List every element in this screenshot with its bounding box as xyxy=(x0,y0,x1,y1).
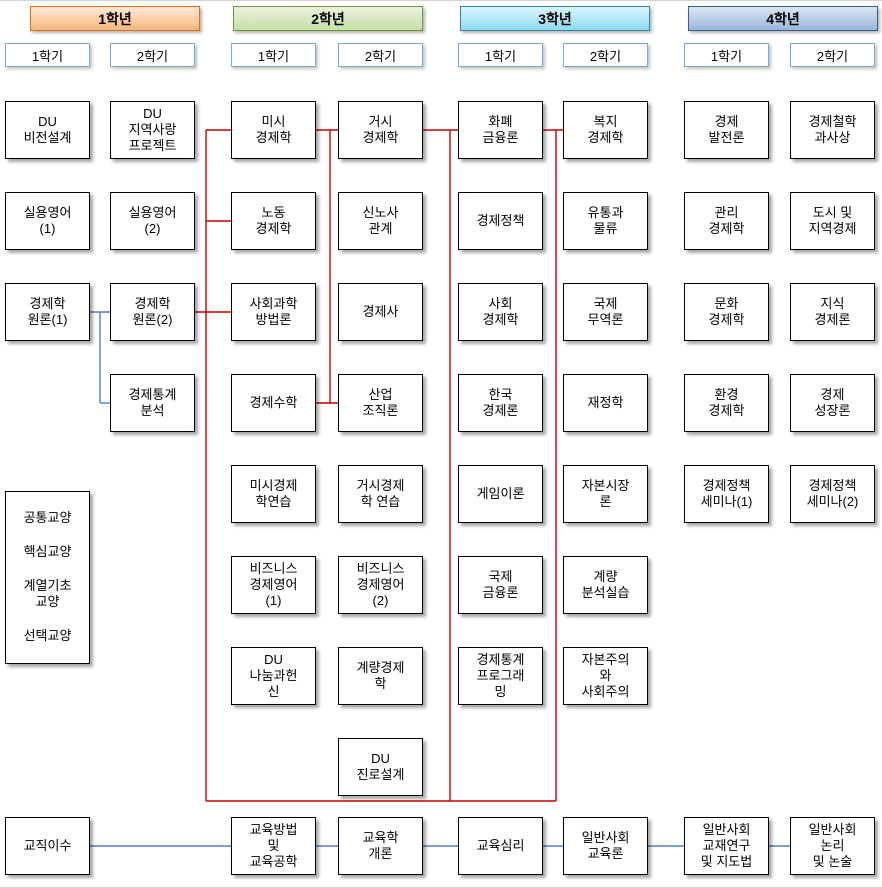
semester-tab: 1학기 xyxy=(458,43,543,67)
course-box: DU 나눔과헌 신 xyxy=(231,647,316,705)
course-box: 계량 분석실습 xyxy=(563,556,648,614)
course-box: 복지 경제학 xyxy=(563,101,648,159)
course-box: 국제 무역론 xyxy=(563,283,648,341)
course-box: 경제정책 xyxy=(458,192,543,250)
course-box: DU 비전설계 xyxy=(5,101,90,159)
course-box: 미시경제 학연습 xyxy=(231,465,316,523)
course-box: 경제수학 xyxy=(231,374,316,432)
teaching-course-box: 일반사회 교재연구 및 지도법 xyxy=(684,817,769,875)
course-box: 미시 경제학 xyxy=(231,101,316,159)
course-box: DU 진로설계 xyxy=(338,738,423,796)
semester-tab: 2학기 xyxy=(790,43,875,67)
course-box: 재정학 xyxy=(563,374,648,432)
course-box: DU 지역사랑 프로젝트 xyxy=(110,101,195,159)
course-box: 실용영어 (2) xyxy=(110,192,195,250)
course-box: 비즈니스 경제영어 (2) xyxy=(338,556,423,614)
teaching-course-box: 교직이수 xyxy=(5,817,90,875)
course-box: 문화 경제학 xyxy=(684,283,769,341)
course-box: 경제정책 세미나(1) xyxy=(684,465,769,523)
course-box: 신노사 관계 xyxy=(338,192,423,250)
semester-tab: 1학기 xyxy=(5,43,90,67)
course-box: 지식 경제론 xyxy=(790,283,875,341)
course-box: 거시경제 학 연습 xyxy=(338,465,423,523)
course-box: 경제통계 분석 xyxy=(110,374,195,432)
course-box: 실용영어 (1) xyxy=(5,192,90,250)
course-box: 자본주의 와 사회주의 xyxy=(563,647,648,705)
course-box: 경제 성장론 xyxy=(790,374,875,432)
teaching-course-box: 일반사회 교육론 xyxy=(563,817,648,875)
course-box: 국제 금융론 xyxy=(458,556,543,614)
course-box: 환경 경제학 xyxy=(684,374,769,432)
electives-box: 공통교양 핵심교양 계열기초 교양 선택교양 xyxy=(5,491,90,664)
year-header-4: 4학년 xyxy=(688,6,878,31)
course-box: 경제학 원론(2) xyxy=(110,283,195,341)
course-box: 화폐 금융론 xyxy=(458,101,543,159)
course-box: 도시 및 지역경제 xyxy=(790,192,875,250)
course-box: 경제정책 세미나(2) xyxy=(790,465,875,523)
teaching-course-box: 교육심리 xyxy=(458,817,543,875)
course-box: 경제철학 과사상 xyxy=(790,101,875,159)
teaching-course-box: 일반사회 논리 및 논술 xyxy=(790,817,875,875)
course-box: 거시 경제학 xyxy=(338,101,423,159)
year-header-1: 1학년 xyxy=(30,6,200,31)
teaching-course-box: 교육방법 및 교육공학 xyxy=(231,817,316,875)
course-box: 자본시장 론 xyxy=(563,465,648,523)
course-box: 사회 경제학 xyxy=(458,283,543,341)
semester-tab: 1학기 xyxy=(684,43,769,67)
course-box: 경제학 원론(1) xyxy=(5,283,90,341)
year-header-2: 2학년 xyxy=(233,6,423,31)
course-box: 관리 경제학 xyxy=(684,192,769,250)
course-box: 경제통계 프로그래 밍 xyxy=(458,647,543,705)
course-box: 한국 경제론 xyxy=(458,374,543,432)
teaching-course-box: 교육학 개론 xyxy=(338,817,423,875)
semester-tab: 2학기 xyxy=(338,43,423,67)
course-box: 사회과학 방법론 xyxy=(231,283,316,341)
semester-tab: 1학기 xyxy=(231,43,316,67)
year-header-3: 3학년 xyxy=(460,6,650,31)
course-box: 유통과 물류 xyxy=(563,192,648,250)
course-box: 경제 발전론 xyxy=(684,101,769,159)
course-box: 산업 조직론 xyxy=(338,374,423,432)
course-box: 계량경제 학 xyxy=(338,647,423,705)
course-box: 노동 경제학 xyxy=(231,192,316,250)
course-box: 비즈니스 경제영어 (1) xyxy=(231,556,316,614)
semester-tab: 2학기 xyxy=(563,43,648,67)
course-box: 게임이론 xyxy=(458,465,543,523)
course-box: 경제사 xyxy=(338,283,423,341)
semester-tab: 2학기 xyxy=(110,43,195,67)
